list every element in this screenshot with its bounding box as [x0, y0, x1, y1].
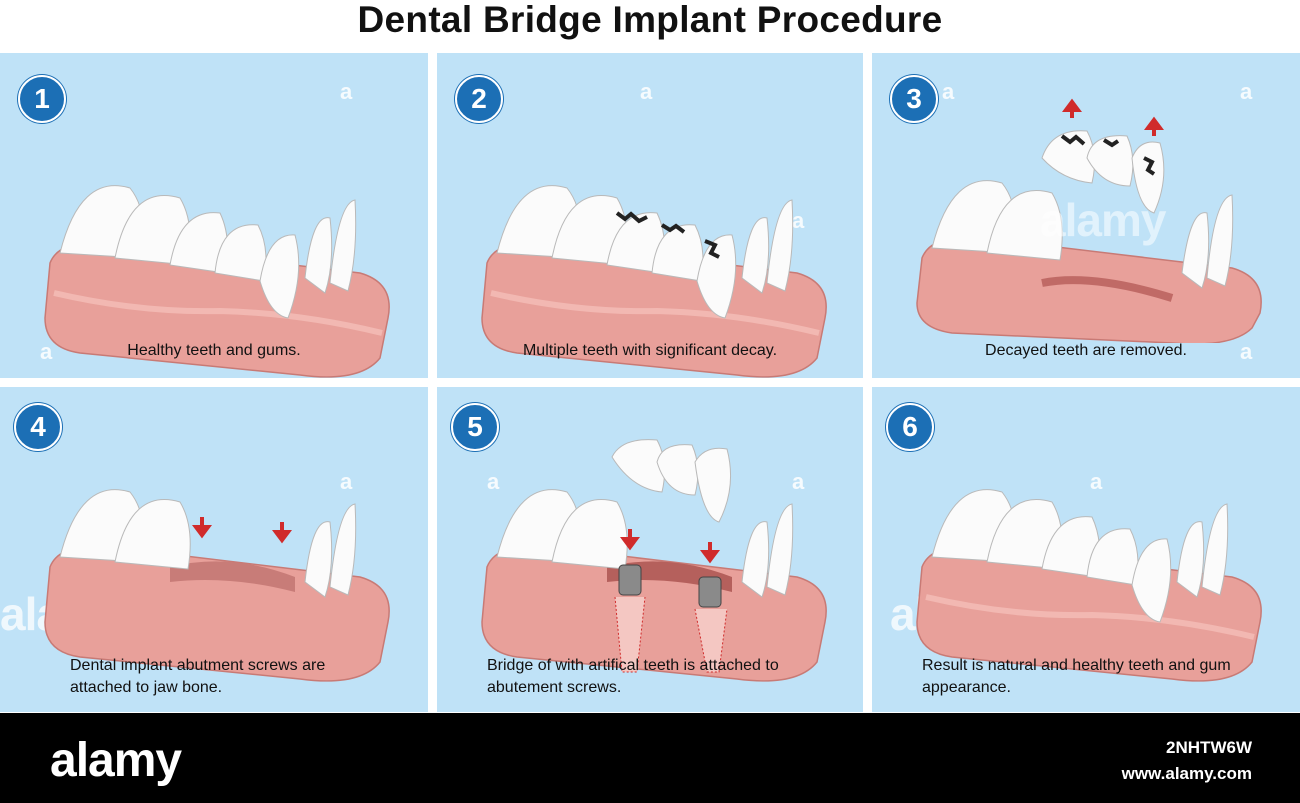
step-number-badge: 1 — [18, 75, 66, 123]
watermark-letter: a — [1090, 469, 1103, 494]
watermark-letter: a — [1240, 79, 1253, 104]
step-caption: Multiple teeth with significant decay. — [522, 342, 778, 359]
jaw-illustration — [916, 489, 1262, 682]
step-panel-6: 6 a a alamy Result is natural and health… — [872, 387, 1300, 712]
watermark-letter: a — [792, 469, 805, 494]
watermark-letter: a — [640, 79, 653, 104]
watermark-letter: a — [340, 79, 353, 104]
page-title: Dental Bridge Implant Procedure — [357, 0, 943, 40]
step-panel-3: 3 a a a alamy Decayed teeth are removed. — [872, 53, 1300, 378]
watermark-letter: a — [942, 79, 955, 104]
step-caption: Decayed teeth are removed. — [985, 342, 1187, 359]
step-panel-5: 5 a a Bridge of with artifical teeth is … — [437, 387, 863, 712]
stock-footer: alamy 2NHTW6W www.alamy.com — [0, 713, 1300, 803]
watermark-letter: a — [792, 208, 805, 233]
step-panel-1: 1 a a a Healthy teeth and gums. — [0, 53, 428, 378]
step-caption: Bridge of with artifical teeth is attach… — [487, 657, 779, 696]
step-number-badge: 3 — [890, 75, 938, 123]
alamy-logo: alamy — [50, 734, 182, 787]
step-number-badge: 6 — [886, 403, 934, 451]
watermark-letter: a — [487, 469, 500, 494]
step-number-badge: 4 — [14, 403, 62, 451]
step-caption: Result is natural and healthy teeth and … — [922, 657, 1231, 696]
watermark-letter: a — [1240, 339, 1253, 364]
image-id-block: 2NHTW6W www.alamy.com — [1122, 735, 1252, 787]
step-caption: Healthy teeth and gums. — [127, 342, 301, 359]
step-number-badge: 5 — [451, 403, 499, 451]
jaw-illustration — [44, 185, 390, 378]
jaw-illustration — [44, 489, 390, 682]
watermark-word: alamy — [1040, 194, 1166, 246]
image-id: 2NHTW6W — [1166, 738, 1252, 757]
step-caption: Dental implant abutment screws are attac… — [70, 657, 326, 696]
step-panel-4: 4 a alamy Dental implant abutment screws… — [0, 387, 428, 712]
step-panel-2: 2 a a alamy Multiple teeth with signific… — [437, 53, 863, 378]
jaw-illustration — [481, 185, 827, 378]
watermark-letter: a — [40, 339, 53, 364]
watermark-letter: a — [340, 469, 353, 494]
jaw-illustration — [481, 439, 827, 682]
jaw-illustration — [916, 98, 1262, 343]
step-number-badge: 2 — [455, 75, 503, 123]
site-url: www.alamy.com — [1121, 764, 1252, 783]
